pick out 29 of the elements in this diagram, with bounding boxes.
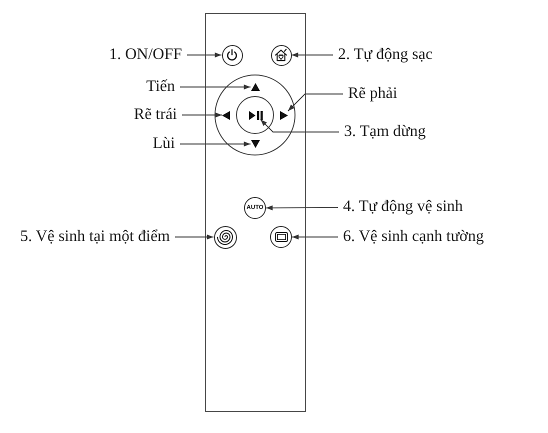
- down-arrow-icon: [250, 140, 260, 148]
- leader-line: [266, 205, 338, 210]
- edge-clean-button: [270, 226, 292, 248]
- home-button: [270, 44, 292, 66]
- callout-label: 4. Tự động vệ sinh: [343, 198, 463, 216]
- leader-line: [186, 52, 222, 58]
- left-arrow-icon: [222, 110, 230, 120]
- leader-line: [288, 94, 344, 112]
- callout-label: 1. ON/OFF: [109, 46, 182, 64]
- leader-line: [180, 84, 251, 90]
- callout-label: Rẽ phải: [348, 85, 398, 103]
- callout-label: 5. Vệ sinh tại một điểm: [20, 228, 170, 246]
- callout-label: Tiến: [146, 78, 175, 96]
- right-arrow-icon: [280, 110, 288, 120]
- callout-label: Lùi: [152, 135, 175, 153]
- play-pause-icon: [249, 110, 263, 120]
- leader-line: [291, 52, 334, 58]
- leader-line: [260, 119, 340, 132]
- callout-label: 3. Tạm dừng: [344, 123, 426, 141]
- callout-label: Rẽ trái: [134, 106, 177, 124]
- leader-line: [174, 234, 214, 240]
- spot-clean-button: [214, 226, 236, 248]
- up-arrow-icon: [250, 83, 260, 91]
- callout-label: 6. Vệ sinh cạnh tường: [343, 228, 484, 246]
- power-button: [222, 44, 242, 66]
- leader-line: [292, 234, 338, 240]
- leader-line: [182, 112, 222, 118]
- callout-label: 2. Tự động sạc: [338, 46, 433, 64]
- leader-line: [180, 142, 251, 146]
